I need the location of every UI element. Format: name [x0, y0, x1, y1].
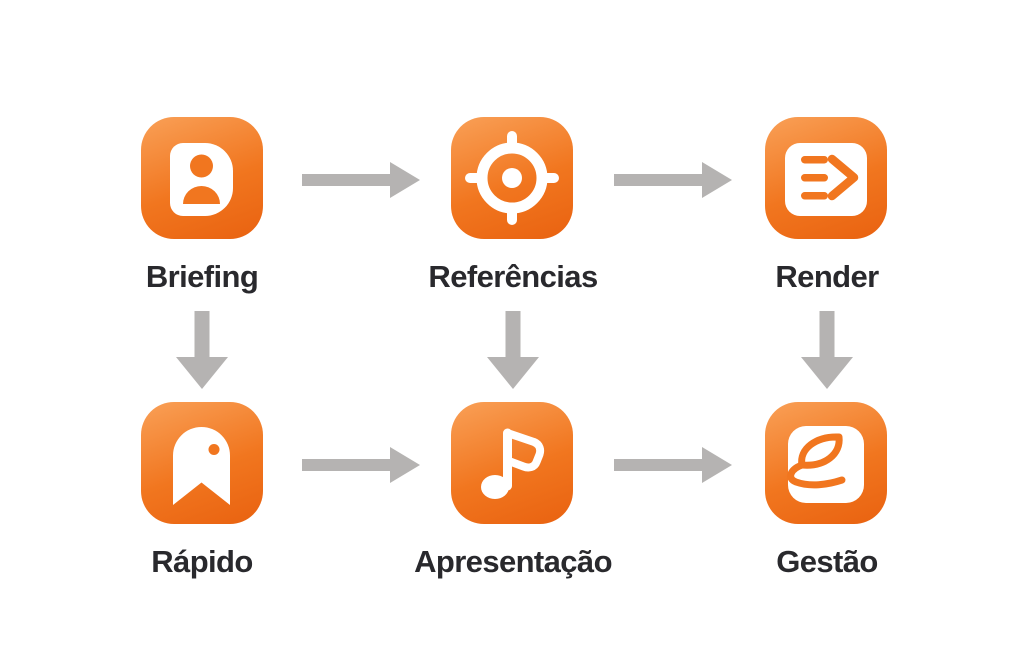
node-label-referencias: Referências	[428, 259, 598, 294]
bookmark-icon	[141, 402, 263, 524]
arrow-right-icon	[302, 162, 420, 198]
arrow-down-icon	[801, 311, 853, 389]
music-note-glyph	[481, 428, 545, 499]
target-icon	[451, 117, 573, 239]
leaf-glyph	[787, 426, 864, 503]
arrow-right-icon	[614, 447, 732, 483]
person-card-icon	[141, 117, 263, 239]
leaf-icon	[765, 402, 887, 524]
node-label-gestao: Gestão	[776, 544, 878, 579]
list-play-glyph	[785, 143, 867, 216]
person-card-glyph	[170, 143, 233, 216]
arrow-down-icon	[176, 311, 228, 389]
node-label-render: Render	[775, 259, 879, 294]
list-play-icon	[765, 117, 887, 239]
node-label-apresentacao: Apresentação	[414, 544, 612, 579]
arrow-right-icon	[302, 447, 420, 483]
bookmark-glyph	[173, 427, 230, 505]
arrow-right-icon	[614, 162, 732, 198]
arrow-down-icon	[487, 311, 539, 389]
target-glyph	[465, 131, 559, 225]
music-note-icon	[451, 402, 573, 524]
node-label-rapido: Rápido	[151, 544, 253, 579]
node-label-briefing: Briefing	[145, 259, 259, 294]
